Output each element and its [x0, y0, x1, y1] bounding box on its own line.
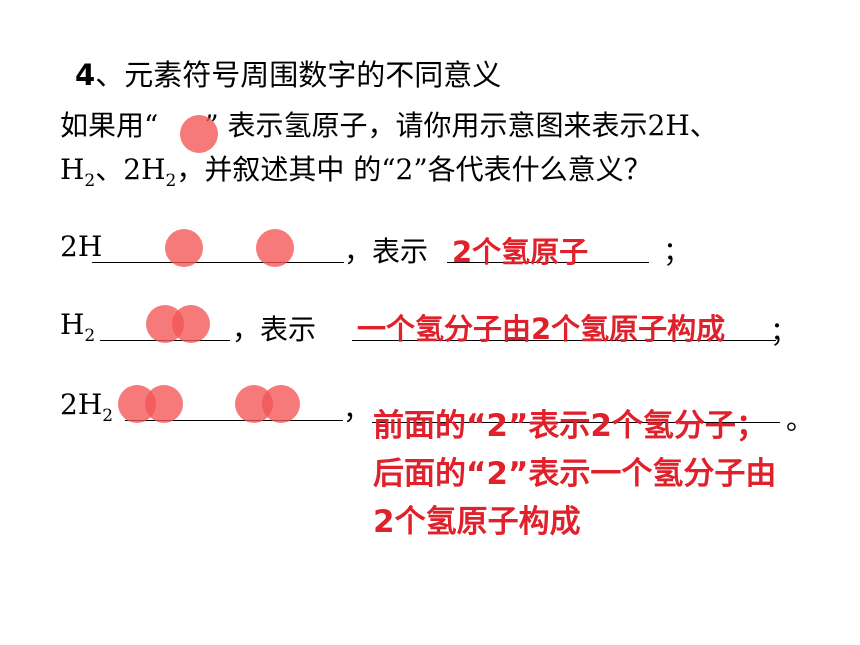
- answer-blank-diagram: [92, 262, 344, 263]
- answer-blank: [372, 422, 780, 423]
- row-comma-text: ，表示: [344, 235, 429, 268]
- row-label-text: H: [60, 308, 85, 341]
- row-end-punct: ；: [770, 315, 799, 348]
- answer-blank: [352, 340, 776, 341]
- row-end-punct: ；: [663, 235, 692, 268]
- question-line-2: H2、2H2，并叙述其中 的“2”各代表什么意义？: [60, 148, 652, 191]
- title-number: 4: [75, 58, 96, 92]
- formula-subscript: 2: [165, 171, 177, 191]
- formula-2h: 、2H: [95, 153, 166, 186]
- hydrogen-atom: [172, 305, 210, 343]
- question-text-after: ” 表示氢原子，请你用示意图来表示2H、: [204, 109, 718, 142]
- formula-subscript: 2: [84, 171, 96, 191]
- row-comma-text: ，: [343, 393, 372, 426]
- hydrogen-atom: [145, 385, 183, 423]
- row-comma-text: ，表示: [232, 313, 317, 346]
- title-text: 、元素符号周围数字的不同意义: [95, 58, 502, 92]
- row-2h2-label: 2H2: [60, 388, 113, 426]
- row-2h-label: 2H: [60, 230, 102, 268]
- row-label-text: 2H: [60, 388, 103, 421]
- row-h2-label: H2: [60, 308, 95, 346]
- hydrogen-atom: [165, 229, 203, 267]
- row-label-text: 2H: [60, 230, 103, 263]
- question-text-before: 如果用“: [60, 109, 159, 142]
- hydrogen-atom: [262, 385, 300, 423]
- slide-title: 4、元素符号周围数字的不同意义: [75, 52, 501, 94]
- answer-text: 2个氢原子: [452, 235, 589, 269]
- row-label-subscript: 2: [84, 326, 96, 346]
- row-end-punct: 。: [786, 403, 815, 436]
- question-line-1: 如果用“ ” 表示氢原子，请你用示意图来表示2H、: [60, 104, 718, 144]
- answer-blank: [447, 262, 649, 263]
- answer-text-multiline: 前面的“2”表示2个氢分子；后面的“2”表示一个氢分子由2个氢原子构成: [373, 408, 777, 540]
- answer-text: 一个氢分子由2个氢原子构成: [357, 312, 726, 346]
- hydrogen-atom-legend: [180, 115, 218, 153]
- answer-blank-diagram: [125, 420, 343, 421]
- formula-h: H: [60, 153, 85, 186]
- row-label-subscript: 2: [102, 406, 114, 426]
- hydrogen-atom: [256, 229, 294, 267]
- question-text-tail: ，并叙述其中 的“2”各代表什么意义？: [176, 153, 652, 186]
